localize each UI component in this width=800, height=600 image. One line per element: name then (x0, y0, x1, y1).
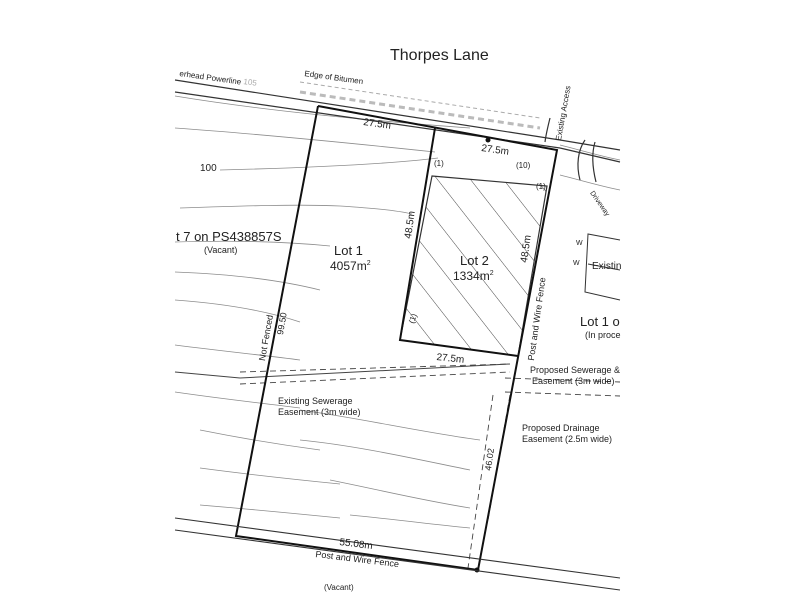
w-marker: W (576, 240, 583, 247)
easement-solid (174, 363, 511, 379)
lot2-marker-10: (10) (516, 161, 531, 170)
west-neighbour-status: (Vacant) (204, 245, 238, 255)
contour-line (329, 479, 471, 509)
contour-line (174, 240, 331, 247)
contour-line (219, 157, 439, 171)
south-neighbour-status: (Vacant) (324, 583, 354, 592)
driveway-curve (592, 141, 597, 183)
lot1-name: Lot 1 (334, 243, 363, 258)
lot2-area: 1334m2 (453, 269, 494, 283)
lot1-area: 4057m2 (330, 259, 371, 273)
contour-line (174, 127, 436, 153)
easement-lines (239, 363, 621, 569)
road-edge-east (559, 139, 621, 151)
contour-line (174, 95, 471, 129)
existing-sewerage-label: Existing Sewerage (278, 396, 353, 406)
proposed-drainage-line (467, 394, 494, 569)
contour-line (349, 514, 471, 529)
east-building-label: Existin (592, 261, 622, 272)
southern-boundary (174, 517, 621, 591)
driveway-curve (577, 139, 586, 181)
contour-label-100: 100 (200, 163, 217, 174)
contour-line (174, 299, 301, 323)
west-neighbour-lot: t 7 on PS438857S (176, 229, 282, 244)
contour-line (299, 409, 481, 441)
existing-building (584, 233, 621, 301)
existing-sewerage-width: Easement (3m wide) (278, 407, 361, 417)
existing-sewerage-line (239, 363, 511, 373)
lot2-marker-1-ne: (1) (536, 182, 546, 191)
proposed-sewerage-width: Easement (3m wide) (532, 376, 615, 386)
contour-line (179, 204, 413, 215)
east-neighbour-lot: Lot 1 o (580, 314, 620, 329)
proposed-sewerage-label: Proposed Sewerage & (530, 365, 621, 375)
contour-line (559, 144, 621, 161)
contour-line (199, 504, 341, 519)
contour-label-105: 105 (242, 77, 258, 88)
contour-line (299, 439, 471, 471)
contour-line (174, 271, 321, 291)
contour-line (559, 174, 621, 191)
survey-peg (485, 137, 491, 143)
thorpes-lane-road (174, 79, 621, 183)
proposed-sewerage-line (504, 391, 621, 397)
lot2-marker-1: (1) (434, 159, 444, 168)
road-edge-east (559, 147, 621, 163)
proposed-drainage-width: Easement (2.5m wide) (522, 434, 613, 444)
bitumen-edge (299, 81, 541, 119)
bitumen-edge (299, 90, 541, 130)
contour-lines (174, 95, 621, 529)
lot2-boundary (398, 127, 519, 357)
w-marker: W (573, 260, 580, 267)
east-neighbour-status: (In proce (585, 330, 621, 340)
contour-line (199, 467, 341, 485)
existing-sewerage-line (239, 371, 511, 385)
proposed-sewerage-line (504, 377, 621, 383)
existing-access-edge (544, 117, 551, 143)
contour-line (174, 344, 301, 361)
lot2-name: Lot 2 (460, 253, 489, 268)
contour-line (174, 391, 301, 409)
proposed-drainage-label: Proposed Drainage (522, 423, 600, 433)
powerline (174, 79, 561, 141)
road-name: Thorpes Lane (390, 47, 489, 64)
contour-line (199, 429, 321, 451)
